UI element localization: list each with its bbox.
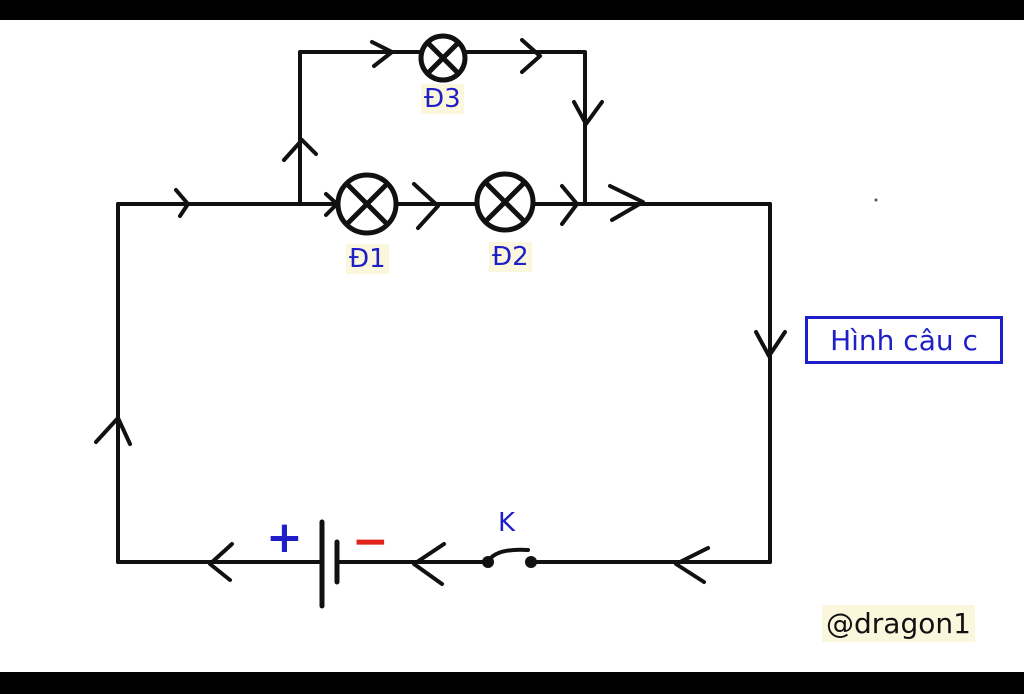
arrow-branch-down: [572, 100, 604, 126]
arrow-after-d1: [412, 182, 440, 230]
circuit-svg: [94, 33, 878, 609]
switch-k-symbol: [482, 547, 537, 568]
lamp-d1-symbol: [335, 172, 399, 236]
arrow-branch-top: [370, 40, 394, 68]
lamp-d1-label: Đ1: [346, 244, 389, 274]
arrow-bottom-left: [208, 542, 234, 582]
figure-caption: Hình câu c: [830, 323, 978, 357]
arrow-bottom-right: [674, 546, 710, 584]
arrow-top-left: [174, 188, 190, 218]
arrow-top-right: [608, 184, 645, 222]
arrow-bottom-mid: [412, 542, 446, 586]
arrow-after-d2: [560, 184, 579, 226]
lamp-d3-symbol: [418, 33, 468, 83]
arrow-into-d1: [324, 192, 339, 217]
switch-k-label: K: [498, 508, 516, 538]
wire-branch-right: [464, 50, 587, 206]
arrow-right-down: [754, 330, 787, 358]
battery-symbol: [319, 519, 340, 609]
arrow-left-up: [94, 416, 132, 446]
arrow-branch-up: [282, 138, 318, 162]
lamp-d2-label: Đ2: [489, 242, 532, 272]
figure-caption-box: Hình câu c: [805, 316, 1003, 364]
author-credit: @dragon1: [822, 605, 975, 642]
stray-dot: [874, 198, 878, 202]
circuit-diagram: Đ3 Đ1 Đ2 K + − Hình câu c @dragon1: [0, 20, 1024, 672]
arrow-branch-top-right: [520, 38, 542, 74]
battery-negative-sign: −: [352, 516, 389, 567]
lamp-d2-symbol: [474, 171, 536, 233]
wire-branch-left: [298, 50, 424, 206]
lamp-d3-label: Đ3: [421, 84, 464, 114]
battery-positive-sign: +: [266, 512, 303, 563]
